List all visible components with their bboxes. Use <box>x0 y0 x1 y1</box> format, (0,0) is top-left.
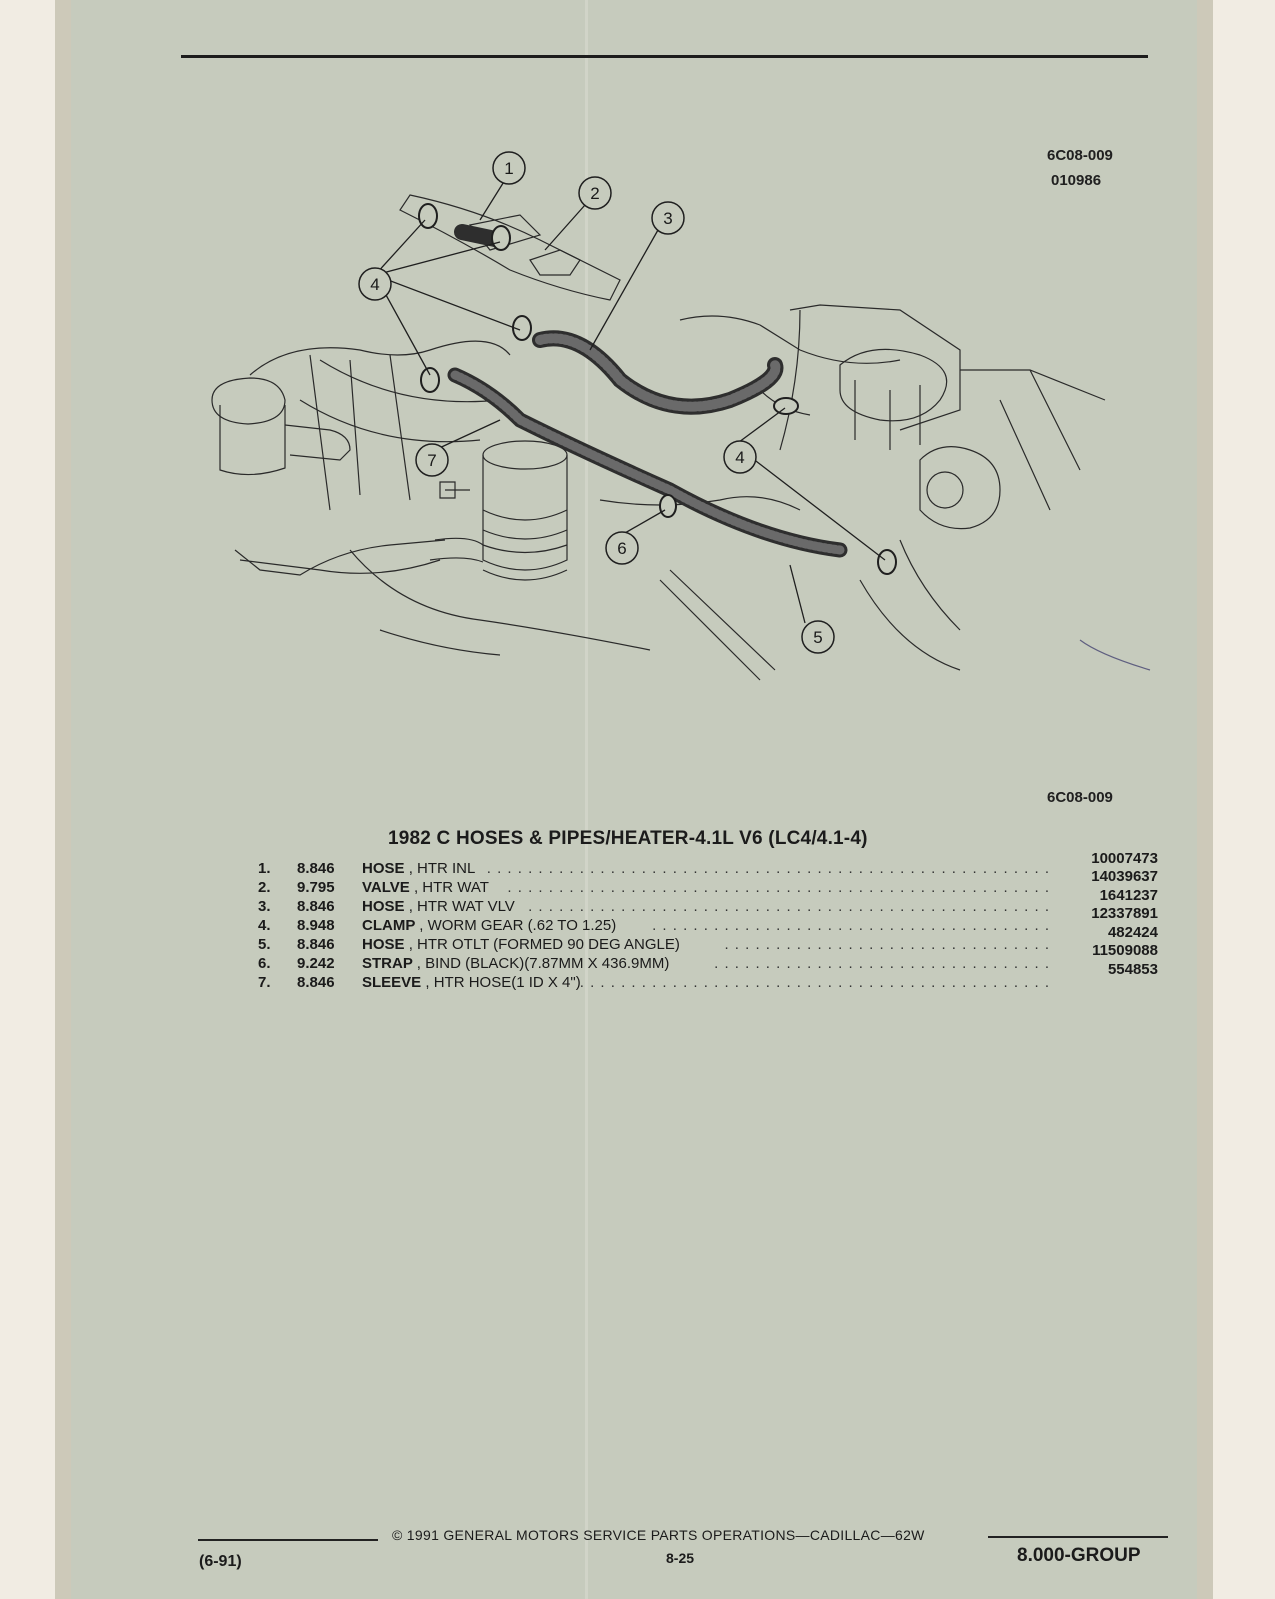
engine-line-art <box>211 194 1151 681</box>
part-row: 6. 9.242 STRAP , BIND (BLACK)(7.87MM X 4… <box>250 955 1050 975</box>
part-row: 4. 8.948 CLAMP , WORM GEAR (.62 TO 1.25)… <box>250 917 1050 937</box>
figure-date-code: 010986 <box>1051 172 1102 189</box>
part-name: HOSE , HTR OTLT (FORMED 90 DEG ANGLE) <box>362 936 680 953</box>
part-description: , BIND (BLACK)(7.87MM X 436.9MM) <box>416 955 670 972</box>
part-index: 7. <box>258 974 271 991</box>
callout-6: 6 <box>605 531 639 565</box>
svg-text:3: 3 <box>663 209 672 228</box>
part-row: 3. 8.846 HOSE , HTR WAT VLV . . . . . . … <box>250 898 1050 918</box>
callout-7: 7 <box>415 443 449 477</box>
leader-lines <box>374 179 886 624</box>
part-number: 10007473 <box>1091 850 1158 867</box>
sheet-edge-right <box>1197 0 1213 1599</box>
part-index: 1. <box>258 860 271 877</box>
part-row: 7. 8.846 SLEEVE , HTR HOSE(1 ID X 4") . … <box>250 974 1050 994</box>
part-group-number: 8.846 <box>297 860 335 877</box>
part-index: 3. <box>258 898 271 915</box>
part-description: , HTR HOSE(1 ID X 4") <box>425 974 581 991</box>
leader-dots: . . . . . . . . . . . . . . . . . . . . … <box>724 936 1050 953</box>
leader-dots: . . . . . . . . . . . . . . . . . . . . … <box>486 860 1050 877</box>
part-name-main: CLAMP <box>362 917 416 934</box>
part-number: 12337891 <box>1091 905 1158 922</box>
part-row: 2. 9.795 VALVE , HTR WAT . . . . . . . .… <box>250 879 1050 899</box>
page-number: 8-25 <box>666 1550 695 1566</box>
figure-code-bottom: 6C08-009 <box>1047 789 1113 806</box>
heater-hose-illustration: 1 2 3 4 4 7 6 <box>211 151 1151 681</box>
part-name-main: VALVE <box>362 879 410 896</box>
section-title: 1982 C HOSES & PIPES/HEATER-4.1L V6 (LC4… <box>388 828 868 849</box>
callout-1: 1 <box>492 151 526 185</box>
hoses <box>447 224 848 558</box>
part-name-main: STRAP <box>362 955 413 972</box>
callout-bubbles: 1 2 3 4 4 7 6 <box>358 151 835 654</box>
part-name-main: HOSE <box>362 898 405 915</box>
svg-text:6: 6 <box>617 539 626 558</box>
part-number: 14039637 <box>1091 868 1158 885</box>
part-name: STRAP , BIND (BLACK)(7.87MM X 436.9MM) <box>362 955 669 972</box>
part-name-main: HOSE <box>362 860 405 877</box>
part-number: 554853 <box>1107 961 1158 978</box>
part-description: , HTR WAT VLV <box>408 898 515 915</box>
svg-text:2: 2 <box>590 184 599 203</box>
svg-text:4: 4 <box>370 275 379 294</box>
svg-text:1: 1 <box>504 159 513 178</box>
callout-5: 5 <box>801 620 835 654</box>
svg-text:7: 7 <box>427 451 436 470</box>
part-number: 482424 <box>1107 924 1158 941</box>
svg-text:4: 4 <box>735 448 744 467</box>
part-name-main: SLEEVE <box>362 974 422 991</box>
part-row: 1. 8.846 HOSE , HTR INL . . . . . . . . … <box>250 860 1050 880</box>
callout-4-upper: 4 <box>358 267 392 301</box>
leader-dots: . . . . . . . . . . . . . . . . . . . . … <box>507 879 1050 896</box>
part-number: 11509088 <box>1092 942 1158 959</box>
part-description: , HTR WAT <box>413 879 489 896</box>
leader-dots: . . . . . . . . . . . . . . . . . . . . … <box>528 898 1050 915</box>
part-group-number: 8.846 <box>297 936 335 953</box>
part-name: CLAMP , WORM GEAR (.62 TO 1.25) <box>362 917 616 934</box>
part-group-number: 8.846 <box>297 898 335 915</box>
part-name: VALVE , HTR WAT <box>362 879 489 896</box>
part-group-number: 8.948 <box>297 917 335 934</box>
callout-4-lower: 4 <box>723 440 757 474</box>
header-rule <box>181 55 1148 58</box>
part-number: 1641237 <box>1099 887 1158 904</box>
catalog-sheet <box>55 0 1213 1599</box>
footer-group: 8.000-GROUP <box>1017 1545 1141 1566</box>
callout-3: 3 <box>651 201 685 235</box>
callout-2: 2 <box>578 176 612 210</box>
leader-dots: . . . . . . . . . . . . . . . . . . . . … <box>579 974 1050 991</box>
part-group-number: 9.242 <box>297 955 335 972</box>
svg-text:5: 5 <box>813 628 822 647</box>
footer-rule-left <box>198 1539 378 1541</box>
part-name: SLEEVE , HTR HOSE(1 ID X 4") <box>362 974 581 991</box>
part-name-main: HOSE <box>362 936 405 953</box>
part-description: , HTR INL <box>408 860 476 877</box>
part-index: 4. <box>258 917 271 934</box>
page-fold <box>585 0 588 1599</box>
part-name: HOSE , HTR INL <box>362 860 475 877</box>
footer-rule-right <box>988 1536 1168 1538</box>
leader-dots: . . . . . . . . . . . . . . . . . . . . … <box>652 917 1050 934</box>
part-group-number: 9.795 <box>297 879 335 896</box>
part-description: , WORM GEAR (.62 TO 1.25) <box>419 917 617 934</box>
figure-code-top: 6C08-009 <box>1047 147 1113 164</box>
footer-copyright: © 1991 GENERAL MOTORS SERVICE PARTS OPER… <box>392 1527 925 1543</box>
part-name: HOSE , HTR WAT VLV <box>362 898 515 915</box>
sheet-edge-left <box>55 0 71 1599</box>
leader-dots: . . . . . . . . . . . . . . . . . . . . … <box>714 955 1050 972</box>
footer-revision-code: (6-91) <box>199 1553 242 1570</box>
part-row: 5. 8.846 HOSE , HTR OTLT (FORMED 90 DEG … <box>250 936 1050 956</box>
part-index: 6. <box>258 955 271 972</box>
part-description: , HTR OTLT (FORMED 90 DEG ANGLE) <box>408 936 680 953</box>
part-index: 2. <box>258 879 271 896</box>
part-group-number: 8.846 <box>297 974 335 991</box>
part-index: 5. <box>258 936 271 953</box>
